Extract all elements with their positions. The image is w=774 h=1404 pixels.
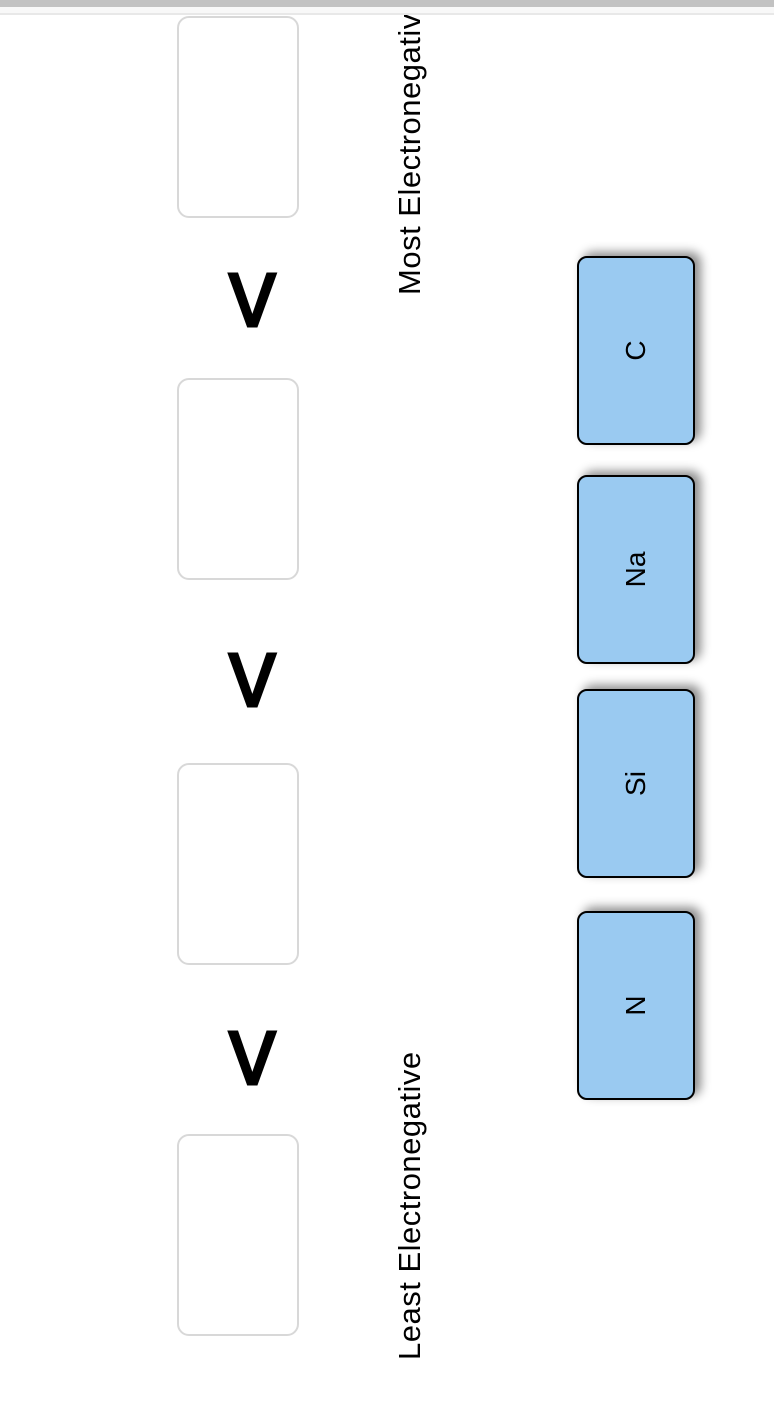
less-than-symbol: < [198, 1021, 301, 1095]
content-edge-line [0, 13, 774, 15]
drop-zone-4-most[interactable] [177, 16, 299, 218]
scrollbar-track[interactable] [0, 7, 774, 13]
less-than-symbol: < [198, 643, 301, 717]
drop-zone-3[interactable] [177, 378, 299, 580]
scrollbar-thumb[interactable] [0, 0, 774, 7]
drop-zone-1-least[interactable] [177, 1134, 299, 1336]
less-than-symbol: < [198, 263, 301, 337]
drop-zone-2[interactable] [177, 763, 299, 965]
tile-c[interactable]: C [577, 256, 695, 445]
tile-n[interactable]: N [577, 911, 695, 1100]
tile-na[interactable]: Na [577, 475, 695, 664]
most-electronegative-label: Most Electronegative [392, 0, 427, 295]
tile-si[interactable]: Si [577, 689, 695, 878]
least-electronegative-label: Least Electronegative [392, 1051, 427, 1360]
